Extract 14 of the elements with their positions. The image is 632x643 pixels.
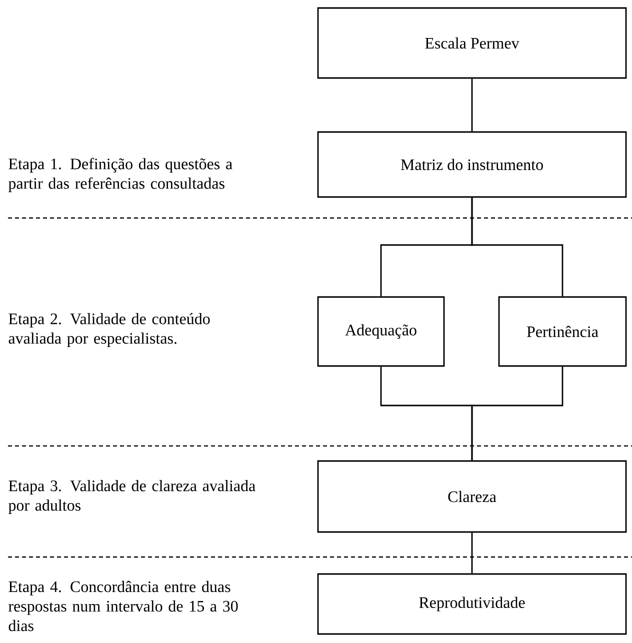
process-box: Reprodutividade [317,573,627,635]
process-box: Clareza [317,460,627,533]
process-box: Matriz do instrumento [317,131,627,198]
process-box: Pertinência [498,296,627,367]
process-box: Adequação [317,296,445,367]
connector-line [471,532,473,574]
step-description: Etapa 3. Validade de clareza avaliada por adultos [8,480,256,514]
step-description: Etapa 2. Validade de conteúdo avaliada por especialistas. [8,313,210,348]
connector-line [471,78,473,132]
connector-line [471,366,564,460]
process-box: Escala Permev [317,7,627,79]
connector-line [471,198,564,296]
step-description: Etapa 4. Concordância entre duas respostas num intervalo de 15 a 30 dias [8,580,238,632]
step-description: Etapa 1. Definição das questões a partir das referências consultadas [8,158,232,192]
